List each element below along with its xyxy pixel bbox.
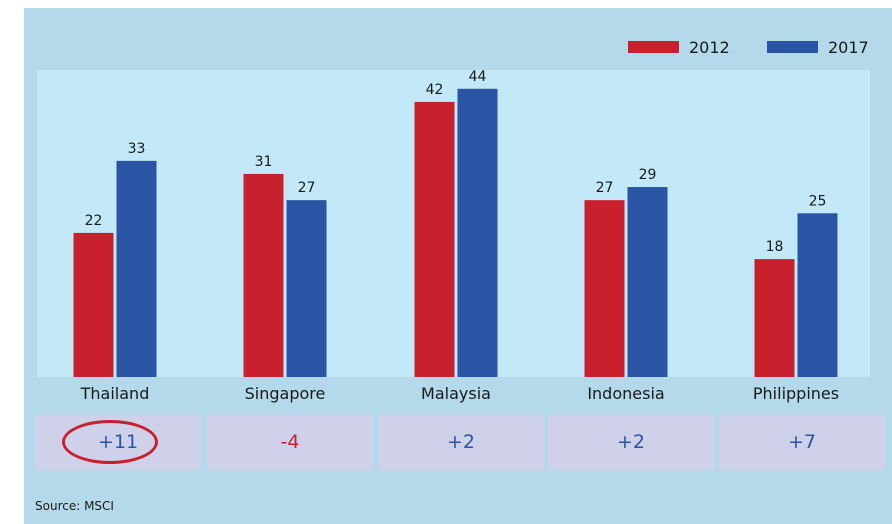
bar-value-label: 27 (596, 180, 614, 196)
legend-label-2012: 2012 (689, 38, 730, 57)
bar-value-label: 31 (255, 154, 273, 170)
legend-label-2017: 2017 (828, 38, 869, 57)
bar-value-label: 44 (469, 69, 487, 85)
x-tick-label: Singapore (245, 384, 326, 403)
bar-value-label: 27 (298, 180, 316, 196)
bar-value-label: 25 (809, 193, 827, 209)
change-box-indonesia: +2 (548, 415, 714, 470)
source-note: Source: MSCI (35, 499, 114, 513)
highlight-circle (62, 420, 158, 464)
bar-philippines-2012 (754, 259, 795, 377)
change-value: +7 (787, 431, 816, 453)
bar-singapore-2012 (243, 173, 284, 377)
bar-indonesia-2012 (584, 200, 625, 377)
change-box-malaysia: +2 (378, 415, 544, 470)
bar-singapore-2017 (286, 200, 327, 377)
bar-malaysia-2012 (414, 101, 455, 378)
bar-value-label: 42 (426, 82, 444, 98)
bar-thailand-2012 (73, 232, 114, 377)
change-box-philippines: +7 (719, 415, 885, 470)
x-tick-label: Malaysia (421, 384, 491, 403)
bar-indonesia-2017 (627, 187, 668, 377)
change-value: +2 (616, 431, 645, 453)
bar-value-label: 22 (85, 213, 103, 229)
bar-thailand-2017 (116, 160, 157, 377)
bar-value-label: 18 (766, 239, 784, 255)
change-value: +2 (446, 431, 475, 453)
x-tick-label: Thailand (80, 384, 150, 403)
bar-philippines-2017 (797, 213, 838, 377)
bar-value-label: 29 (639, 167, 657, 183)
change-box-singapore: -4 (207, 415, 373, 470)
bar-value-label: 33 (128, 141, 146, 157)
x-tick-label: Indonesia (587, 384, 664, 403)
legend-swatch-2017 (767, 41, 818, 53)
legend-swatch-2012 (628, 41, 679, 53)
change-value: -4 (280, 431, 300, 453)
bar-malaysia-2017 (457, 88, 498, 378)
x-tick-label: Philippines (753, 384, 839, 403)
